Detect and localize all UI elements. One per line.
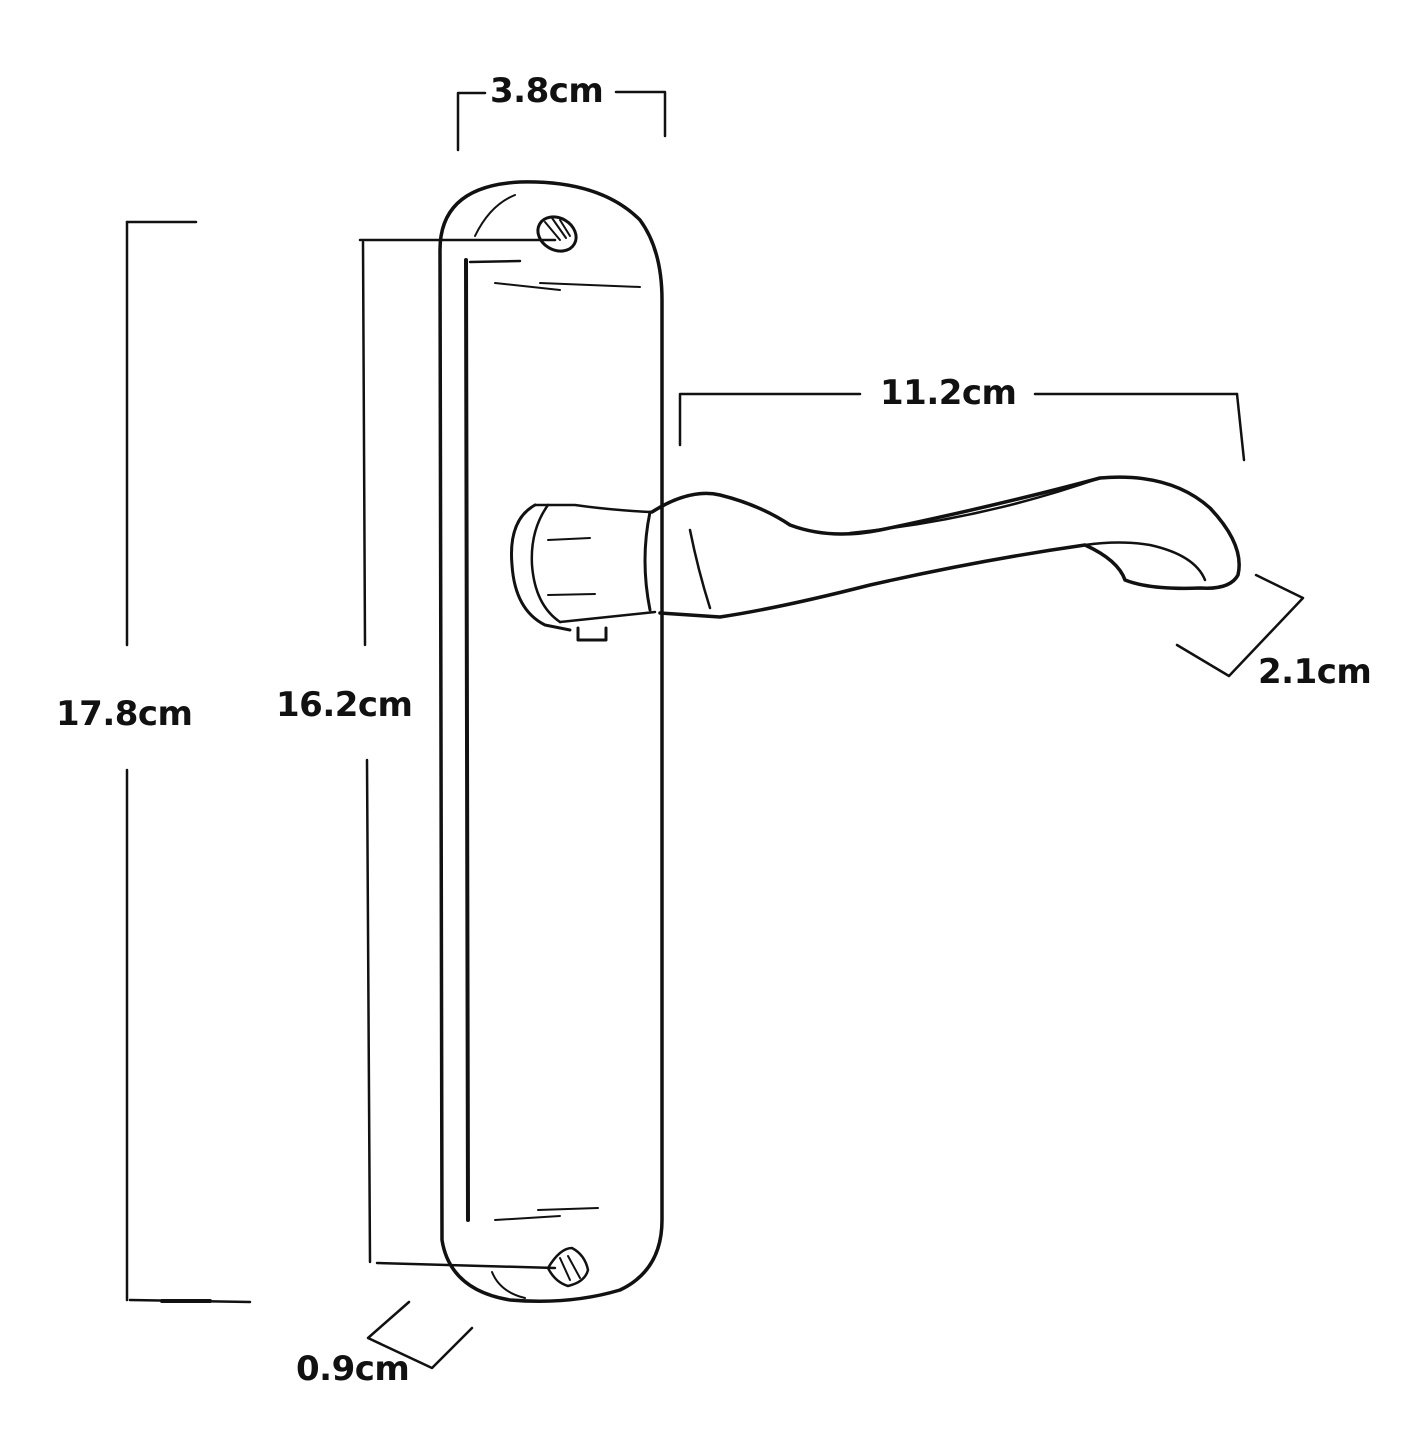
dimension-label-plate-width: 3.8cm	[490, 71, 604, 111]
bottom-screw	[546, 1246, 590, 1288]
dimension-label-lever-depth: 2.1cm	[1258, 652, 1372, 692]
dimension-label-lever-length: 11.2cm	[880, 373, 1017, 413]
dimension-label-overall-height: 17.8cm	[56, 694, 193, 734]
dimension-lines	[125, 90, 1305, 1370]
lever-handle	[509, 475, 1241, 642]
dimension-label-plate-thickness: 0.9cm	[296, 1349, 410, 1389]
backplate	[438, 180, 664, 1303]
top-screw	[536, 215, 578, 253]
dimension-label-screw-spacing: 16.2cm	[276, 685, 413, 725]
